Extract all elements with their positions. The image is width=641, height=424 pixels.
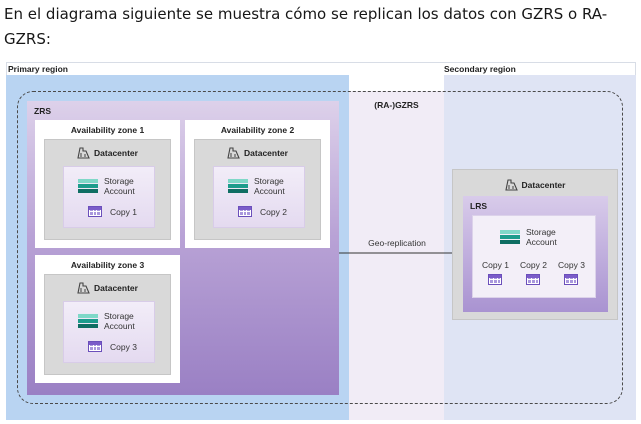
datacenter-header: Datacenter — [45, 146, 170, 159]
datacenter-label: Datacenter — [94, 147, 138, 158]
datacenter-icon — [77, 282, 90, 294]
availability-zone-title: Availability zone 2 — [220, 125, 295, 135]
copy-icon — [564, 274, 579, 285]
copy-item: Copy 3 — [88, 341, 137, 352]
storage-account-label: Storage Account — [104, 311, 135, 331]
copy-label: Copy 3 — [558, 260, 585, 270]
secondary-region-label: Secondary region — [444, 64, 516, 74]
datacenter-icon — [77, 147, 90, 159]
storage-account-label: Storage Account — [104, 176, 135, 196]
storage-inner-box: Storage Account Copy 1 — [63, 166, 155, 228]
availability-zone-3: Availability zone 3 Datacenter Storage A… — [35, 255, 180, 383]
copy-label: Copy 3 — [110, 341, 137, 352]
copy-icon — [526, 274, 541, 285]
intro-text: En el diagrama siguiente se muestra cómo… — [4, 2, 634, 52]
storage-account: Storage Account — [500, 227, 557, 247]
storage-account-label: Storage Account — [526, 227, 557, 247]
availability-zone-title: Availability zone 3 — [70, 260, 145, 270]
lrs-copy-3: Copy 3 — [558, 260, 585, 285]
gzrs-boundary — [17, 91, 623, 404]
storage-account-icon — [78, 314, 98, 328]
availability-zone-title: Availability zone 1 — [70, 125, 145, 135]
availability-zone-2: Availability zone 2 Datacenter Storage A… — [185, 120, 330, 248]
zrs-label: ZRS — [34, 106, 51, 116]
lrs-label: LRS — [470, 201, 487, 211]
storage-account-label: Storage Account — [254, 176, 285, 196]
storage-account-icon — [228, 179, 248, 193]
datacenter-label: Datacenter — [521, 179, 566, 190]
intro-line-2: GZRS: — [4, 30, 51, 48]
storage-account-icon — [78, 179, 98, 193]
copy-icon — [238, 206, 252, 217]
storage-account: Storage Account — [78, 311, 135, 331]
storage-account-icon — [500, 230, 520, 244]
datacenter-header: Datacenter — [453, 178, 617, 191]
datacenter-box: Datacenter Storage Account Copy 2 — [194, 139, 321, 240]
copy-item: Copy 1 — [88, 206, 137, 217]
gzrs-label: (RA-)GZRS — [374, 100, 419, 110]
copy-label: Copy 2 — [520, 260, 547, 270]
storage-account: Storage Account — [228, 176, 285, 196]
datacenter-header: Datacenter — [45, 281, 170, 294]
gzrs-gap-area — [349, 91, 444, 420]
storage-account: Storage Account — [78, 176, 135, 196]
datacenter-icon — [227, 147, 240, 159]
copy-label: Copy 1 — [482, 260, 509, 270]
datacenter-label: Datacenter — [244, 147, 288, 158]
lrs-copy-2: Copy 2 — [520, 260, 547, 285]
storage-inner-box: Storage Account Copy 2 — [213, 166, 305, 228]
lrs-copy-1: Copy 1 — [482, 260, 509, 285]
datacenter-box: Datacenter Storage Account Copy 3 — [44, 274, 171, 375]
datacenter-box: Datacenter Storage Account Copy 1 — [44, 139, 171, 240]
copy-label: Copy 1 — [110, 206, 137, 217]
primary-region-label: Primary region — [8, 64, 68, 74]
datacenter-icon — [504, 179, 518, 191]
datacenter-label: Datacenter — [94, 282, 138, 293]
storage-inner-box: Storage Account Copy 3 — [63, 301, 155, 363]
intro-line-1: En el diagrama siguiente se muestra cómo… — [4, 5, 608, 23]
availability-zone-1: Availability zone 1 Datacenter Storage A… — [35, 120, 180, 248]
copy-item: Copy 2 — [238, 206, 287, 217]
copy-icon — [88, 206, 102, 217]
lrs-inner-box: Storage Account Copy 1 Copy 2 Copy 3 — [472, 215, 596, 298]
copy-icon — [88, 341, 102, 352]
datacenter-header: Datacenter — [195, 146, 320, 159]
copy-icon — [488, 274, 503, 285]
geo-replication-label: Geo-replication — [368, 238, 426, 248]
copy-label: Copy 2 — [260, 206, 287, 217]
